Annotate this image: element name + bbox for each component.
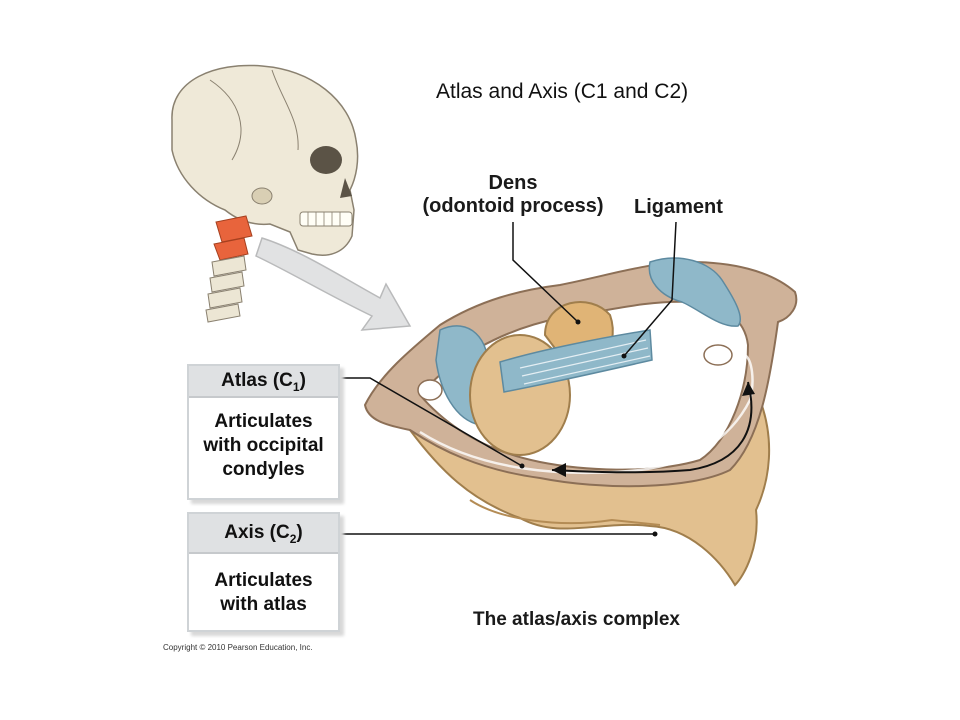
- atlas-heading-subscript: 1: [292, 379, 300, 394]
- axis-box-heading: Axis (C2): [189, 514, 338, 554]
- axis-info-box: Axis (C2) Articulates with atlas: [187, 512, 340, 632]
- ligament-label: Ligament: [634, 196, 723, 218]
- axis-heading-close: ): [296, 522, 303, 543]
- axis-body-line2: with atlas: [220, 594, 307, 615]
- atlas-heading-text: Atlas (C: [221, 370, 293, 391]
- dens-label-line1: Dens: [488, 172, 538, 194]
- dens-label: Dens (odontoid process): [408, 172, 618, 218]
- eye-socket: [310, 146, 342, 174]
- atlas-body-line2: with occipital: [203, 435, 324, 456]
- axis-heading-subscript: 2: [289, 531, 297, 546]
- complex-caption: The atlas/axis complex: [473, 609, 680, 630]
- transverse-ligament: [499, 329, 653, 393]
- leader-lines: [340, 221, 677, 535]
- atlas-heading-close: ): [299, 370, 306, 391]
- atlas-box-heading: Atlas (C1): [189, 366, 338, 398]
- atlas-box-body: Articulates with occipital condyles: [189, 398, 338, 482]
- pointer-arrow: [255, 237, 412, 331]
- skull-illustration: [171, 64, 359, 256]
- atlas-vertebra: [363, 257, 798, 488]
- atlas-body-line3: condyles: [222, 459, 305, 480]
- right-articular-cartilage: [648, 257, 742, 327]
- rotation-arrow: [551, 381, 753, 474]
- cervical-spine: [205, 215, 253, 323]
- axis-heading-text: Axis (C: [224, 522, 290, 543]
- axis-highlight: [213, 237, 249, 261]
- copyright-notice: Copyright © 2010 Pearson Education, Inc.: [163, 643, 313, 652]
- atlas-body-line1: Articulates: [214, 411, 313, 432]
- atlas-highlight: [215, 215, 253, 243]
- cranium: [171, 64, 359, 256]
- teeth: [299, 211, 353, 227]
- dens-label-line2: (odontoid process): [422, 195, 604, 217]
- axis-box-body: Articulates with atlas: [189, 554, 338, 617]
- atlas-info-box: Atlas (C1) Articulates with occipital co…: [187, 364, 340, 500]
- axis-body-line1: Articulates: [214, 570, 313, 591]
- slide-title: Atlas and Axis (C1 and C2): [436, 80, 689, 103]
